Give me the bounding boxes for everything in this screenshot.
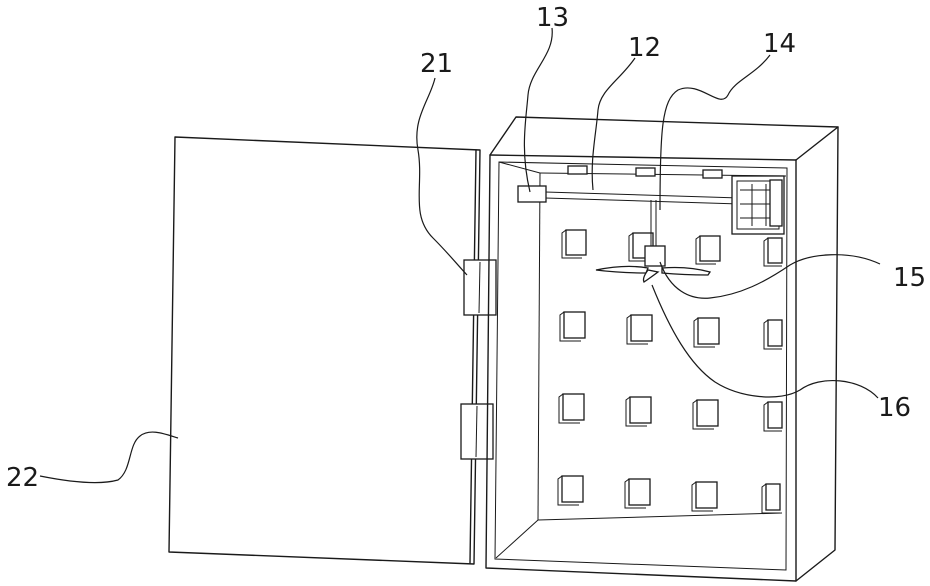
top-vents (568, 166, 722, 178)
door-panel (169, 137, 480, 564)
fan-motor (645, 246, 665, 266)
fan-blade-left (596, 266, 648, 273)
label-21: 21 (420, 49, 453, 79)
label-16: 16 (878, 393, 911, 423)
motor-block (518, 186, 546, 202)
fan-blade-right (662, 268, 710, 276)
vent-row-2 (560, 312, 782, 349)
vent-row-3 (559, 394, 782, 431)
hinges (461, 260, 496, 459)
vent-row-4 (558, 476, 780, 513)
drive-mechanism (732, 176, 784, 234)
label-15: 15 (893, 263, 926, 293)
leader-lines (40, 28, 880, 483)
vent-row-1 (562, 230, 782, 266)
guide-rail (545, 192, 740, 204)
label-22: 22 (6, 463, 39, 493)
label-12: 12 (628, 33, 661, 63)
label-14: 14 (763, 29, 796, 59)
fan-assembly (596, 246, 710, 282)
label-13: 13 (536, 3, 569, 33)
